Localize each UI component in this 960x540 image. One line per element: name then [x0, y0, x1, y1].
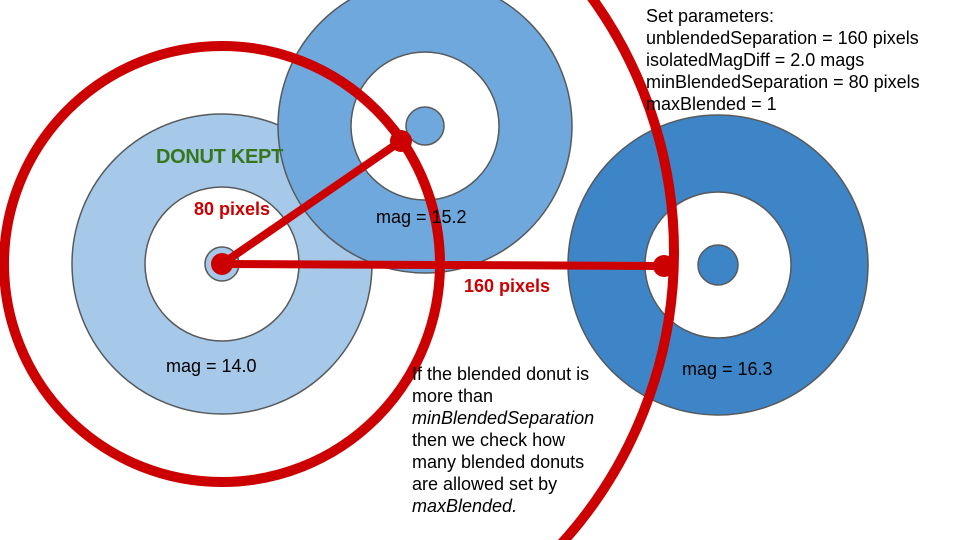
- param-isolated-mag-diff: isolatedMagDiff = 2.0 mags: [646, 50, 865, 70]
- separation-160-label: 160 pixels: [464, 276, 551, 296]
- mag-label-kept: mag = 14.0: [166, 356, 257, 376]
- blended160-center-dot: [653, 255, 675, 277]
- note-line-min-blended-separation: minBlendedSeparation: [412, 408, 595, 428]
- blending-rule-note: If the blended donut is more than minBle…: [412, 363, 594, 517]
- donut-kept-label: DONUT KEPT: [156, 146, 284, 168]
- blended160-core: [697, 244, 739, 286]
- blended80-core: [405, 106, 445, 146]
- note-line: are allowed set by: [412, 474, 558, 494]
- separation-80-label: 80 pixels: [194, 199, 271, 219]
- param-max-blended: maxBlended = 1: [646, 94, 777, 114]
- param-min-blended-separation: minBlendedSeparation = 80 pixels: [646, 72, 920, 92]
- blended80-center-dot: [390, 130, 412, 152]
- param-unblended-separation: unblendedSeparation = 160 pixels: [646, 28, 919, 48]
- note-line: If the blended donut is: [412, 364, 590, 384]
- set-parameters-note: Set parameters: unblendedSeparation = 16…: [646, 5, 920, 115]
- blended-donut-80px: [277, 0, 573, 274]
- separation-line-80px: [219, 137, 404, 268]
- note-line: then we check how: [412, 430, 566, 450]
- note-line: many blended donuts: [412, 452, 585, 472]
- note-line-max-blended: maxBlended.: [412, 496, 518, 516]
- separation-line-160px: [221, 260, 665, 270]
- unblended-separation-circle: [557, 0, 679, 540]
- blended-donut-160px: [567, 114, 869, 416]
- mag-label-blended160: mag = 16.3: [682, 359, 773, 379]
- kept-center-dot: [211, 253, 233, 275]
- note-line: more than: [412, 386, 494, 406]
- mag-label-blended80: mag = 15.2: [376, 207, 467, 227]
- parameters-title: Set parameters:: [646, 6, 775, 26]
